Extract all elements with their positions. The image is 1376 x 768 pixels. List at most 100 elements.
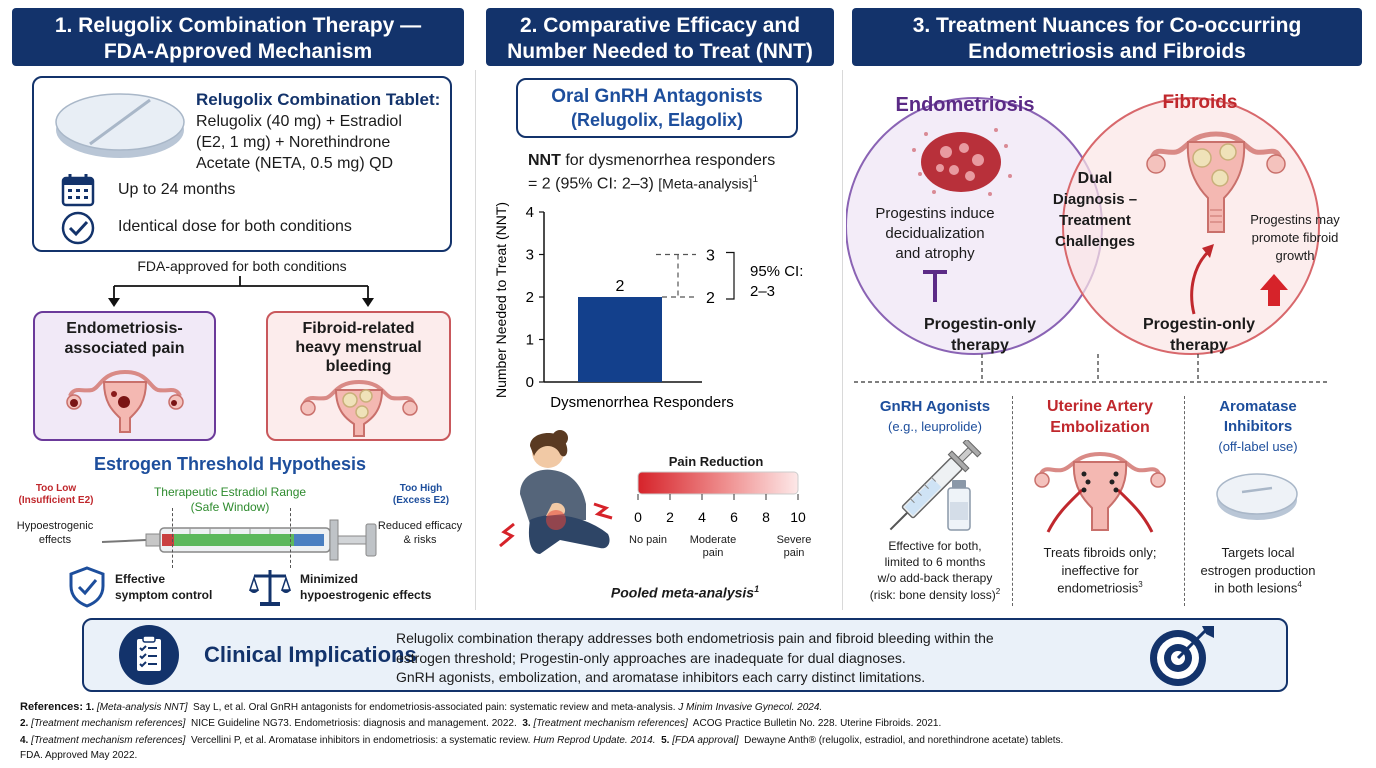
implications-line1: Relugolix combination therapy addresses … bbox=[396, 630, 994, 646]
nnt-value: = 2 (95% CI: 2–3) bbox=[528, 175, 659, 193]
ref2-num: 2. bbox=[20, 718, 29, 729]
therapeutic-line2: (Safe Window) bbox=[190, 500, 270, 514]
gnrh-line4: (risk: bone density loss)2 bbox=[860, 587, 1010, 602]
tablet-line2: (E2, 1 mg) + Norethindrone bbox=[196, 134, 391, 151]
clinical-implications-banner bbox=[82, 618, 1288, 692]
uae-line2: Embolization bbox=[1050, 419, 1150, 436]
implications-line2: estrogen threshold; Progestin-only appro… bbox=[396, 650, 906, 666]
hypo-line1: Hypoestrogenic bbox=[16, 520, 94, 532]
no-pain-label: No pain bbox=[629, 534, 667, 546]
endo-text-line3: and atrophy bbox=[895, 245, 975, 262]
shield-check-icon bbox=[69, 566, 105, 608]
too-low-line2: (Insufficient E2) bbox=[18, 495, 94, 506]
ref5-text: Dewayne Anth® (relugolix, estradiol, and… bbox=[744, 735, 1064, 746]
target-icon bbox=[1150, 626, 1214, 686]
po-left-line1: Progestin-only bbox=[923, 316, 1036, 333]
endo-pain-line1: Endometriosis- bbox=[66, 320, 183, 337]
pain-tick-label: 10 bbox=[790, 509, 806, 525]
endo-text-line2: decidualization bbox=[885, 225, 985, 242]
aromatase-tablet-icon bbox=[1216, 473, 1298, 520]
references-line4: FDA. Approved May 2022. bbox=[20, 750, 137, 762]
pooled-text: Pooled meta-analysis bbox=[610, 584, 755, 601]
ci-lower-label: 2 bbox=[706, 290, 715, 307]
dual-line3: Treatment bbox=[1059, 212, 1131, 229]
gnrh-sub: (e.g., leuprolide) bbox=[888, 419, 982, 434]
severe-line2: pain bbox=[783, 547, 805, 559]
col2-header-line2: Number Needed to Treat (NNT) bbox=[507, 40, 813, 63]
identical-dose-text: Identical dose for both conditions bbox=[118, 218, 352, 235]
nnt-bar bbox=[578, 297, 662, 382]
references-line3: 4. [Treatment mechanism references] Verc… bbox=[20, 735, 1063, 747]
uae-text-line3-text: endometriosis bbox=[1057, 580, 1139, 596]
nnt-bar-value-label: 2 bbox=[616, 278, 625, 295]
pooled-sup: 1 bbox=[754, 584, 760, 594]
ai-line1: Aromatase bbox=[1219, 398, 1297, 415]
therapeutic-line1: Therapeutic Estradiol Range bbox=[153, 485, 307, 499]
branch-arrows bbox=[108, 276, 374, 307]
scales-icon bbox=[248, 570, 292, 606]
pain-tick-label: 4 bbox=[698, 509, 706, 525]
checkmark-circle-icon bbox=[61, 211, 95, 245]
pain-reduction-title: Pain Reduction bbox=[668, 454, 764, 469]
ref4-tag: [Treatment mechanism references] bbox=[31, 735, 186, 746]
dual-line2: Diagnosis – bbox=[1052, 191, 1138, 208]
fibroids-circle bbox=[1062, 97, 1320, 355]
ai-sup: 4 bbox=[1297, 580, 1302, 589]
too-low-line1: Too Low bbox=[35, 483, 77, 494]
ref3-num: 3. bbox=[522, 718, 531, 729]
endo-pain-line2: associated pain bbox=[64, 340, 185, 357]
uterus-fibroid-icon bbox=[300, 380, 418, 437]
range-right-marker bbox=[290, 508, 291, 568]
nnt-y-axis-label: Number Needed to Treat (NNT) bbox=[493, 202, 509, 398]
y-tick-label: 0 bbox=[526, 374, 534, 391]
fibroids-title: Fibroids bbox=[1162, 92, 1238, 113]
calendar-icon bbox=[61, 174, 95, 207]
pain-tick-label: 6 bbox=[730, 509, 738, 525]
venn-diagram bbox=[846, 97, 1320, 355]
treatment-divider-2 bbox=[1184, 396, 1185, 606]
implications-line3: GnRH agonists, embolization, and aromata… bbox=[396, 669, 926, 685]
ref5-num: 5. bbox=[661, 735, 670, 746]
gnrh-title: GnRH Agonists bbox=[879, 398, 991, 415]
fibroid-line3: bleeding bbox=[325, 358, 392, 375]
ref2-text: NICE Guideline NG73. Endometriosis: diag… bbox=[191, 718, 517, 729]
column-divider-1 bbox=[475, 70, 476, 610]
endometriosis-title: Endometriosis bbox=[895, 94, 1035, 116]
nnt-bold: NNT bbox=[528, 152, 561, 169]
embolization-uterus-icon bbox=[1034, 452, 1166, 533]
y-tick-label: 2 bbox=[526, 289, 534, 306]
implications-title: Clinical Implications bbox=[204, 642, 417, 667]
nnt-line1: NNT for dysmenorrhea responders bbox=[528, 152, 775, 170]
uae-line1: Uterine Artery bbox=[1046, 398, 1154, 415]
ref3-text: ACOG Practice Bulletin No. 228. Uterine … bbox=[692, 718, 942, 729]
ref1-num: 1. bbox=[85, 702, 95, 713]
woman-pain-icon bbox=[499, 430, 613, 554]
uae-text-line3: endometriosis3 bbox=[1020, 580, 1180, 595]
fib-text-line1: Progestins may bbox=[1250, 212, 1340, 227]
dual-line1: Dual bbox=[1077, 170, 1113, 187]
ai-text-line1: Targets local bbox=[1221, 545, 1295, 560]
fibroid-line1: Fibroid-related bbox=[302, 320, 415, 337]
gnrh-line3: w/o add-back therapy bbox=[877, 571, 993, 585]
ref5-tag: [FDA approval] bbox=[672, 735, 739, 746]
ci-label-line2: 2–3 bbox=[750, 283, 775, 300]
ai-text-line3-text: in both lesions bbox=[1214, 580, 1298, 596]
ai-line2: Inhibitors bbox=[1223, 418, 1293, 435]
po-left-line2: therapy bbox=[951, 337, 1009, 354]
gnrh-line2: limited to 6 months bbox=[884, 555, 986, 569]
nnt-line1-rest: for dysmenorrhea responders bbox=[560, 152, 776, 169]
dual-line4: Challenges bbox=[1054, 233, 1136, 250]
gnrh-sup: 2 bbox=[995, 587, 1001, 596]
fib-text-line2: promote fibroid bbox=[1251, 230, 1339, 245]
fda-approved-text: FDA-approved for both conditions bbox=[137, 258, 347, 274]
tablet-icon bbox=[55, 93, 185, 158]
ci-bracket bbox=[726, 251, 735, 300]
col1-header-line1: 1. Relugolix Combination Therapy — bbox=[54, 14, 422, 37]
ref1-journal: J Minim Invasive Gynecol. 2024. bbox=[678, 702, 823, 713]
gnrh-line1: Effective for both, bbox=[888, 539, 982, 553]
pain-gradient-bar bbox=[637, 471, 799, 495]
ref4-num: 4. bbox=[20, 735, 29, 746]
clipboard-icon bbox=[119, 625, 179, 685]
range-left-marker bbox=[172, 508, 173, 568]
